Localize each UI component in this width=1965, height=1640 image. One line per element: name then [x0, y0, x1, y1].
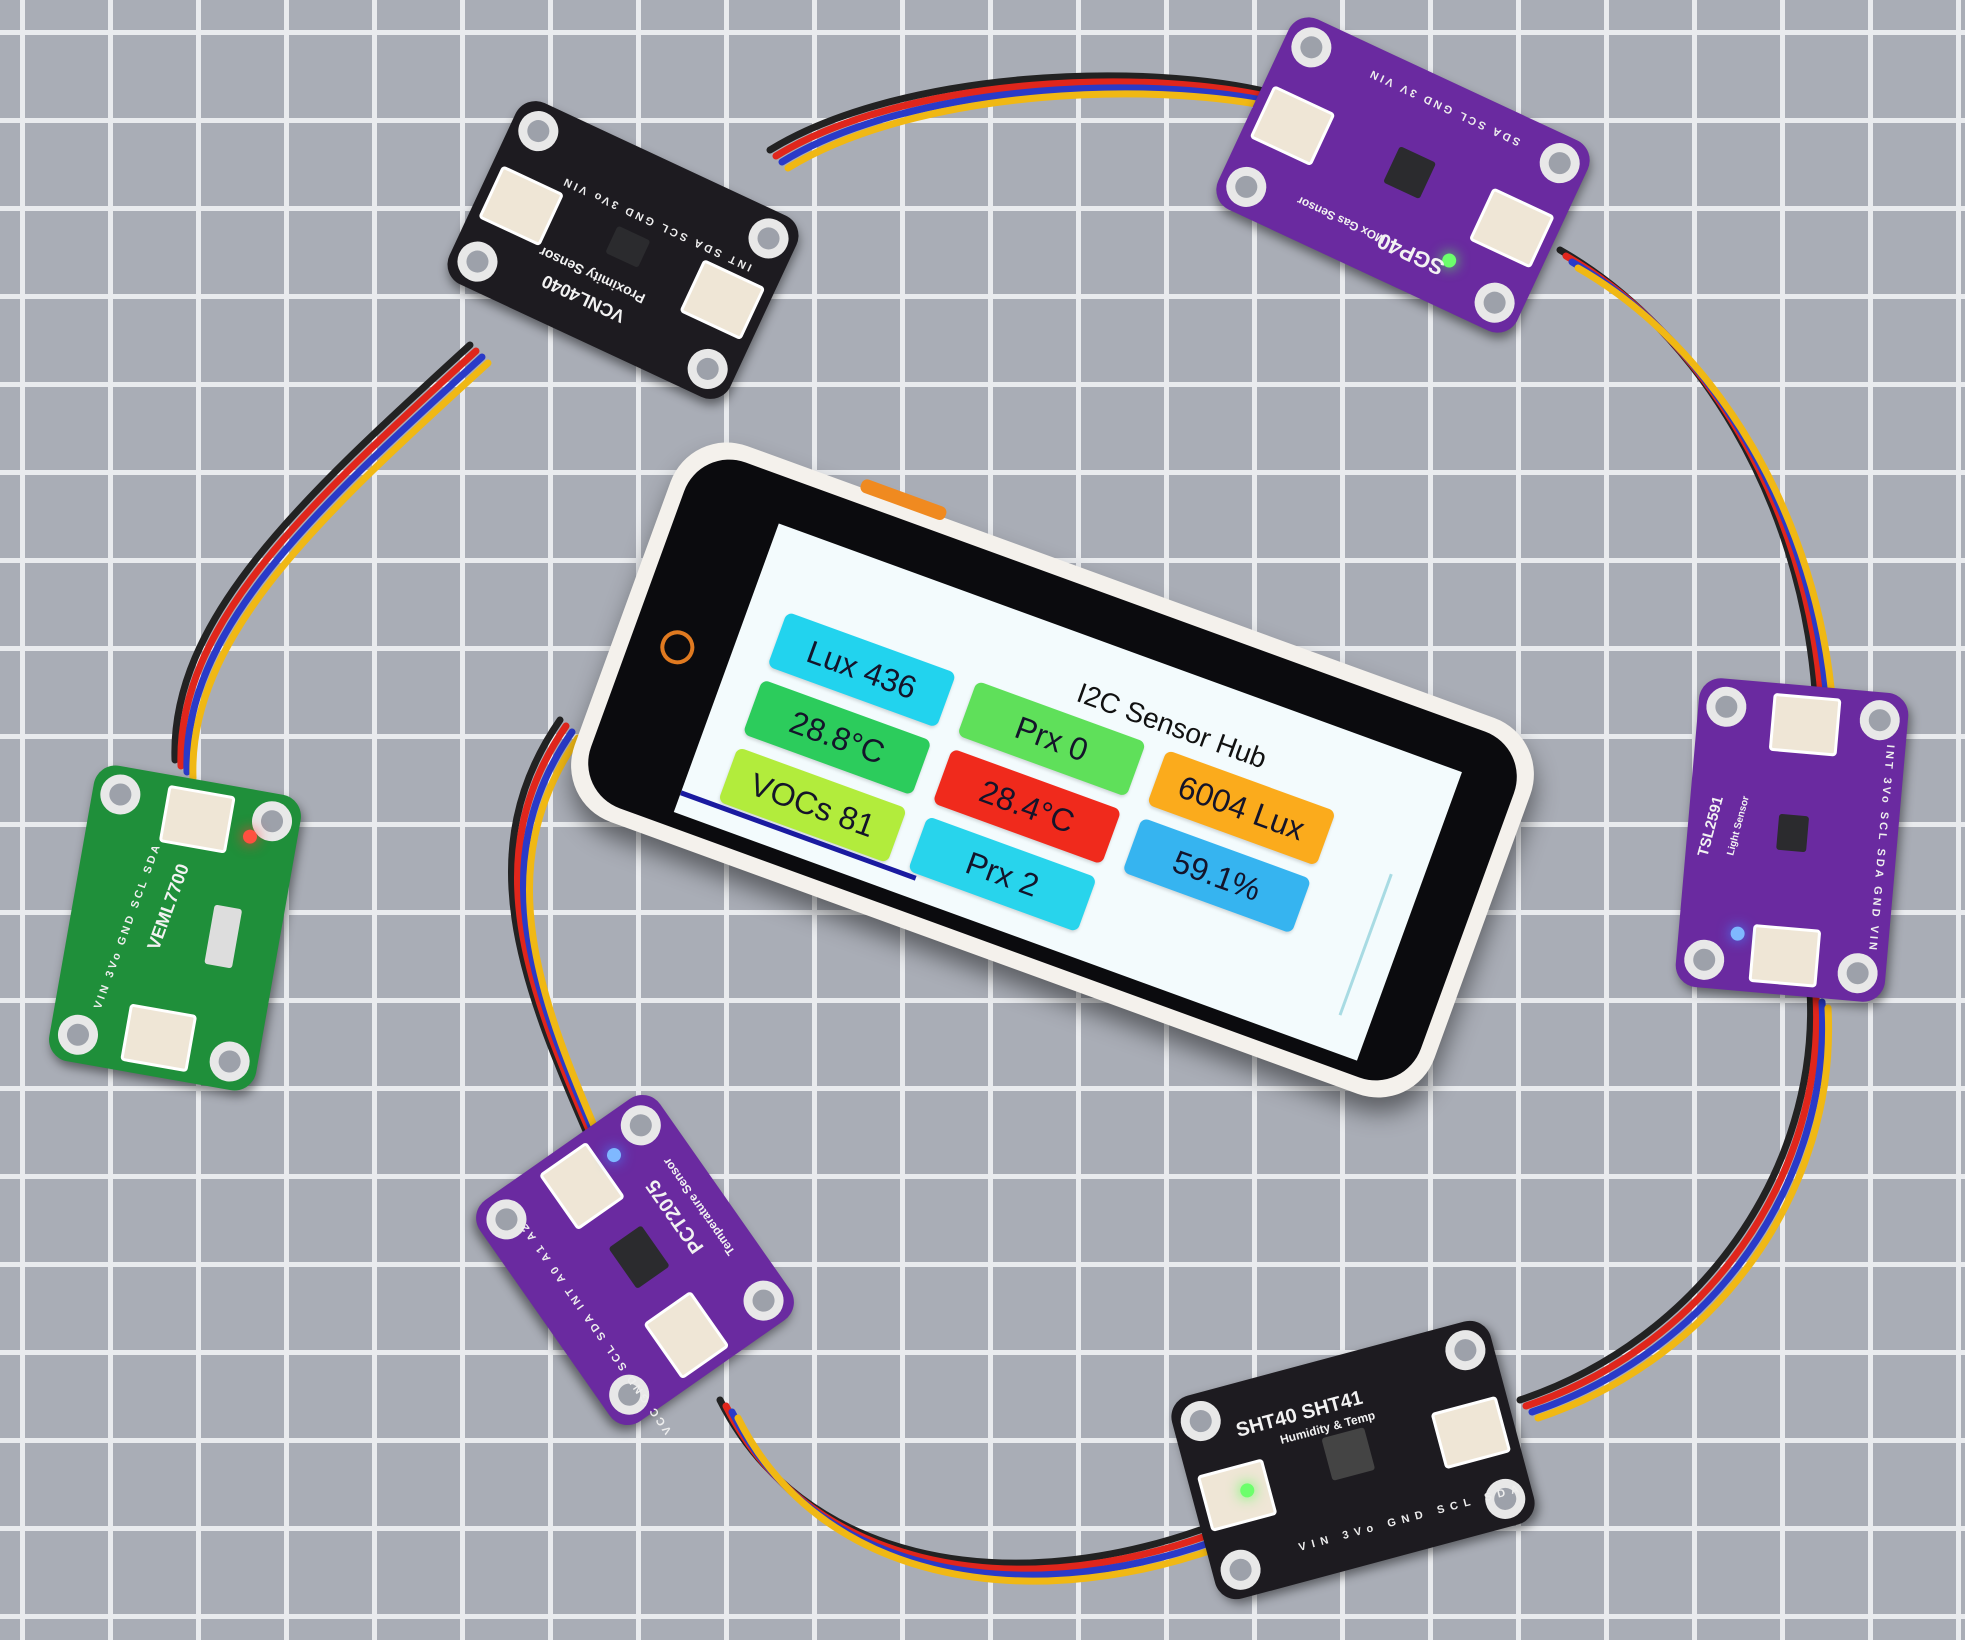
mount-hole	[1468, 276, 1522, 330]
sensor-chip	[1321, 1427, 1376, 1481]
stemma-connector	[1768, 692, 1842, 757]
power-led-blue	[1730, 926, 1746, 942]
stemma-connector	[120, 1003, 198, 1073]
pin-labels: INT SDA SCL GND 3Vo VIN	[559, 174, 754, 274]
sensor-chip	[1776, 813, 1810, 853]
mount-hole	[1219, 160, 1273, 214]
mount-hole	[97, 771, 144, 818]
tsl2591-board: INT 3Vo SCL SDA GND VIN TSL2591 Light Se…	[1673, 676, 1911, 1004]
mount-hole	[450, 235, 505, 289]
mount-hole	[1176, 1396, 1226, 1446]
stemma-connector	[1430, 1395, 1512, 1470]
mount-hole	[1284, 20, 1338, 74]
board-name: TSL2591	[1694, 794, 1727, 859]
stemma-connector	[478, 165, 565, 247]
mount-hole	[206, 1038, 253, 1085]
sensor-chip	[1383, 146, 1437, 200]
home-button-ring-icon[interactable]	[655, 625, 700, 670]
sensor-chip	[204, 904, 243, 969]
scrollbar[interactable]	[1338, 873, 1393, 1016]
power-led-blue	[604, 1145, 624, 1165]
stemma-connector	[1249, 85, 1336, 167]
stemma-connector	[158, 784, 236, 854]
board-subtitle: MOx Gas Sensor	[1294, 193, 1388, 247]
mount-hole	[511, 104, 565, 158]
mount-hole	[1682, 938, 1726, 982]
mount-hole	[1216, 1545, 1266, 1595]
mount-hole	[735, 1272, 792, 1329]
mount-hole	[741, 211, 796, 265]
mount-hole	[1858, 698, 1902, 742]
stemma-connector	[679, 258, 766, 341]
mount-hole	[54, 1011, 102, 1058]
stemma-connector	[643, 1290, 730, 1380]
mount-hole	[612, 1097, 669, 1154]
board-subtitle: Light Sensor	[1725, 794, 1752, 857]
mount-hole	[1835, 951, 1880, 995]
mount-hole	[1533, 136, 1587, 190]
mount-hole	[681, 342, 735, 396]
sensor-chip	[608, 1225, 670, 1290]
mount-hole	[1440, 1325, 1490, 1375]
stemma-connector	[1468, 187, 1555, 269]
stemma-connector	[1196, 1458, 1278, 1532]
stemma-connector	[1748, 923, 1822, 988]
sensor-chip	[605, 225, 651, 268]
mount-hole	[1704, 685, 1749, 729]
